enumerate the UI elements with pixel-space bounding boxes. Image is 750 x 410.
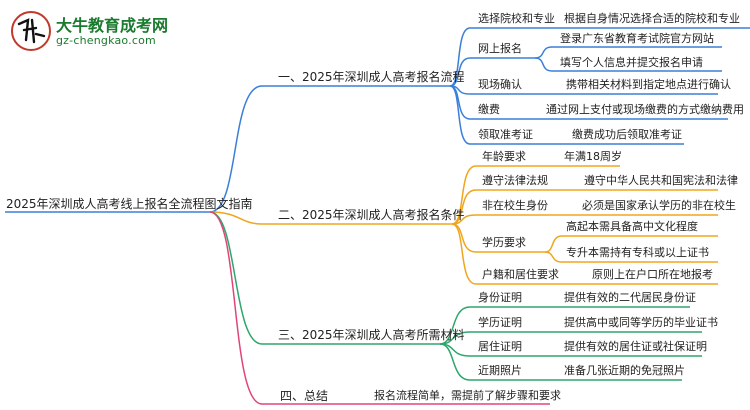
b1-item-detail: 缴费成功后领取准考证 bbox=[572, 128, 682, 141]
branch-1-title: 一、2025年深圳成人高考报名流程 bbox=[278, 70, 465, 84]
b2-item-label: 非在校生身份 bbox=[482, 199, 548, 212]
b3-item-label: 身份证明 bbox=[478, 291, 522, 304]
b1-item-label: 缴费 bbox=[478, 103, 500, 116]
b1-item-detail: 填写个人信息并提交报名申请 bbox=[560, 56, 703, 69]
b3-item-label: 学历证明 bbox=[478, 316, 522, 329]
branch-3-title: 三、2025年深圳成人高考所需材料 bbox=[278, 328, 465, 342]
branch-4-title: 四、总结 bbox=[280, 389, 329, 403]
b2-item-detail: 年满18周岁 bbox=[564, 150, 622, 163]
b2-item-label: 学历要求 bbox=[482, 236, 526, 249]
b1-item-label: 网上报名 bbox=[478, 42, 522, 55]
site-logo[interactable]: 大牛教育成考网 gz-chengkao.com bbox=[10, 10, 180, 52]
b2-item-detail: 高起本需具备高中文化程度 bbox=[566, 220, 698, 233]
b2-item-detail: 遵守中华人民共和国宪法和法律 bbox=[584, 174, 738, 187]
branch-2-title: 二、2025年深圳成人高考报名条件 bbox=[278, 208, 465, 222]
b1-item-label: 现场确认 bbox=[478, 78, 522, 91]
b2-item-detail: 必须是国家承认学历的非在校生 bbox=[582, 199, 736, 212]
b1-item-label: 选择院校和专业 bbox=[478, 12, 555, 25]
root-topic: 2025年深圳成人高考线上报名全流程图文指南 bbox=[6, 197, 253, 211]
logo-title: 大牛教育成考网 bbox=[56, 16, 169, 35]
b1-item-detail: 登录广东省教育考试院官方网站 bbox=[560, 32, 714, 45]
b2-item-label: 遵守法律法规 bbox=[482, 174, 548, 187]
b2-item-detail: 原则上在户口所在地报考 bbox=[592, 268, 713, 281]
b2-item-label: 年龄要求 bbox=[482, 150, 526, 163]
b3-item-detail: 准备几张近期的免冠照片 bbox=[564, 364, 685, 377]
b3-item-label: 近期照片 bbox=[478, 364, 522, 377]
b1-item-detail: 携带相关材料到指定地点进行确认 bbox=[566, 78, 731, 91]
b3-item-label: 居住证明 bbox=[478, 340, 522, 353]
b1-item-detail: 通过网上支付或现场缴费的方式缴纳费用 bbox=[546, 103, 744, 116]
b1-item-label: 领取准考证 bbox=[478, 128, 533, 141]
summary-text: 报名流程简单，需提前了解步骤和要求 bbox=[374, 389, 561, 402]
b3-item-detail: 提供高中或同等学历的毕业证书 bbox=[564, 316, 718, 329]
logo-mark-icon bbox=[11, 11, 51, 51]
logo-url: gz-chengkao.com bbox=[56, 34, 156, 47]
b3-item-detail: 提供有效的二代居民身份证 bbox=[564, 291, 696, 304]
b2-item-detail: 专升本需持有专科或以上证书 bbox=[566, 246, 709, 259]
b3-item-detail: 提供有效的居住证或社保证明 bbox=[564, 340, 707, 353]
b1-item-detail: 根据自身情况选择合适的院校和专业 bbox=[564, 12, 740, 25]
b2-item-label: 户籍和居住要求 bbox=[482, 268, 559, 281]
